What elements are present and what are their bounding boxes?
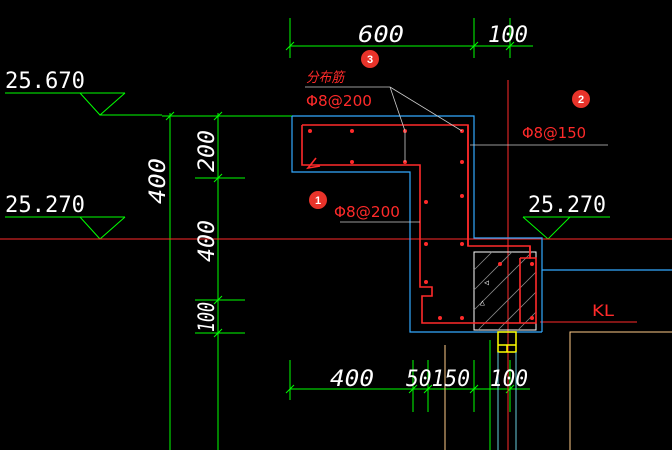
dim-top-100: 100 <box>488 23 528 48</box>
dimension-lines <box>5 18 610 450</box>
svg-text:◁: ◁ <box>484 278 489 287</box>
yellow-detail <box>497 331 517 353</box>
rebar-dots <box>308 129 534 320</box>
dim-bottom-100: 100 <box>490 367 528 392</box>
dim-left-400: 400 <box>146 158 171 204</box>
label-beam: KL <box>592 301 614 320</box>
elevation-right: 25.270 <box>528 193 606 218</box>
marker-2-circle <box>572 90 590 108</box>
label-distribution: 分布筋 <box>306 70 346 86</box>
elevation-upper-left: 25.670 <box>5 69 85 94</box>
marker-1-label: 1 <box>315 195 321 207</box>
dim-left-100: 100 <box>195 302 220 332</box>
marker-3-circle <box>361 50 379 68</box>
marker-1[interactable]: 1 <box>309 191 327 209</box>
marker-3[interactable]: 3 <box>361 50 379 68</box>
cyan-lines <box>497 352 517 450</box>
elevation-lower-left: 25.270 <box>5 193 85 218</box>
label-top-spec: Φ8@150 <box>522 124 586 142</box>
dim-left-400b: 400 <box>195 220 220 262</box>
dim-bottom-50150: 50150 <box>406 367 470 392</box>
concrete-outline <box>291 115 672 333</box>
dim-bottom-400: 400 <box>330 367 374 392</box>
leader-lines <box>305 86 608 223</box>
marker-2-label: 2 <box>578 94 584 106</box>
marker-3-label: 3 <box>367 54 373 66</box>
dim-top-600: 600 <box>358 23 404 48</box>
label-bottom-spec: Φ8@200 <box>334 203 400 221</box>
marker-2[interactable]: 2 <box>572 90 590 108</box>
beam-section: ◁ △ <box>473 251 537 331</box>
label-dist-spec: Φ8@200 <box>306 92 372 110</box>
rebar-cage <box>301 124 537 324</box>
svg-text:△: △ <box>480 298 485 307</box>
axis-lines <box>0 80 672 450</box>
dim-left-200: 200 <box>195 130 220 172</box>
beam-outline-lines <box>444 331 672 450</box>
marker-1-circle <box>309 191 327 209</box>
